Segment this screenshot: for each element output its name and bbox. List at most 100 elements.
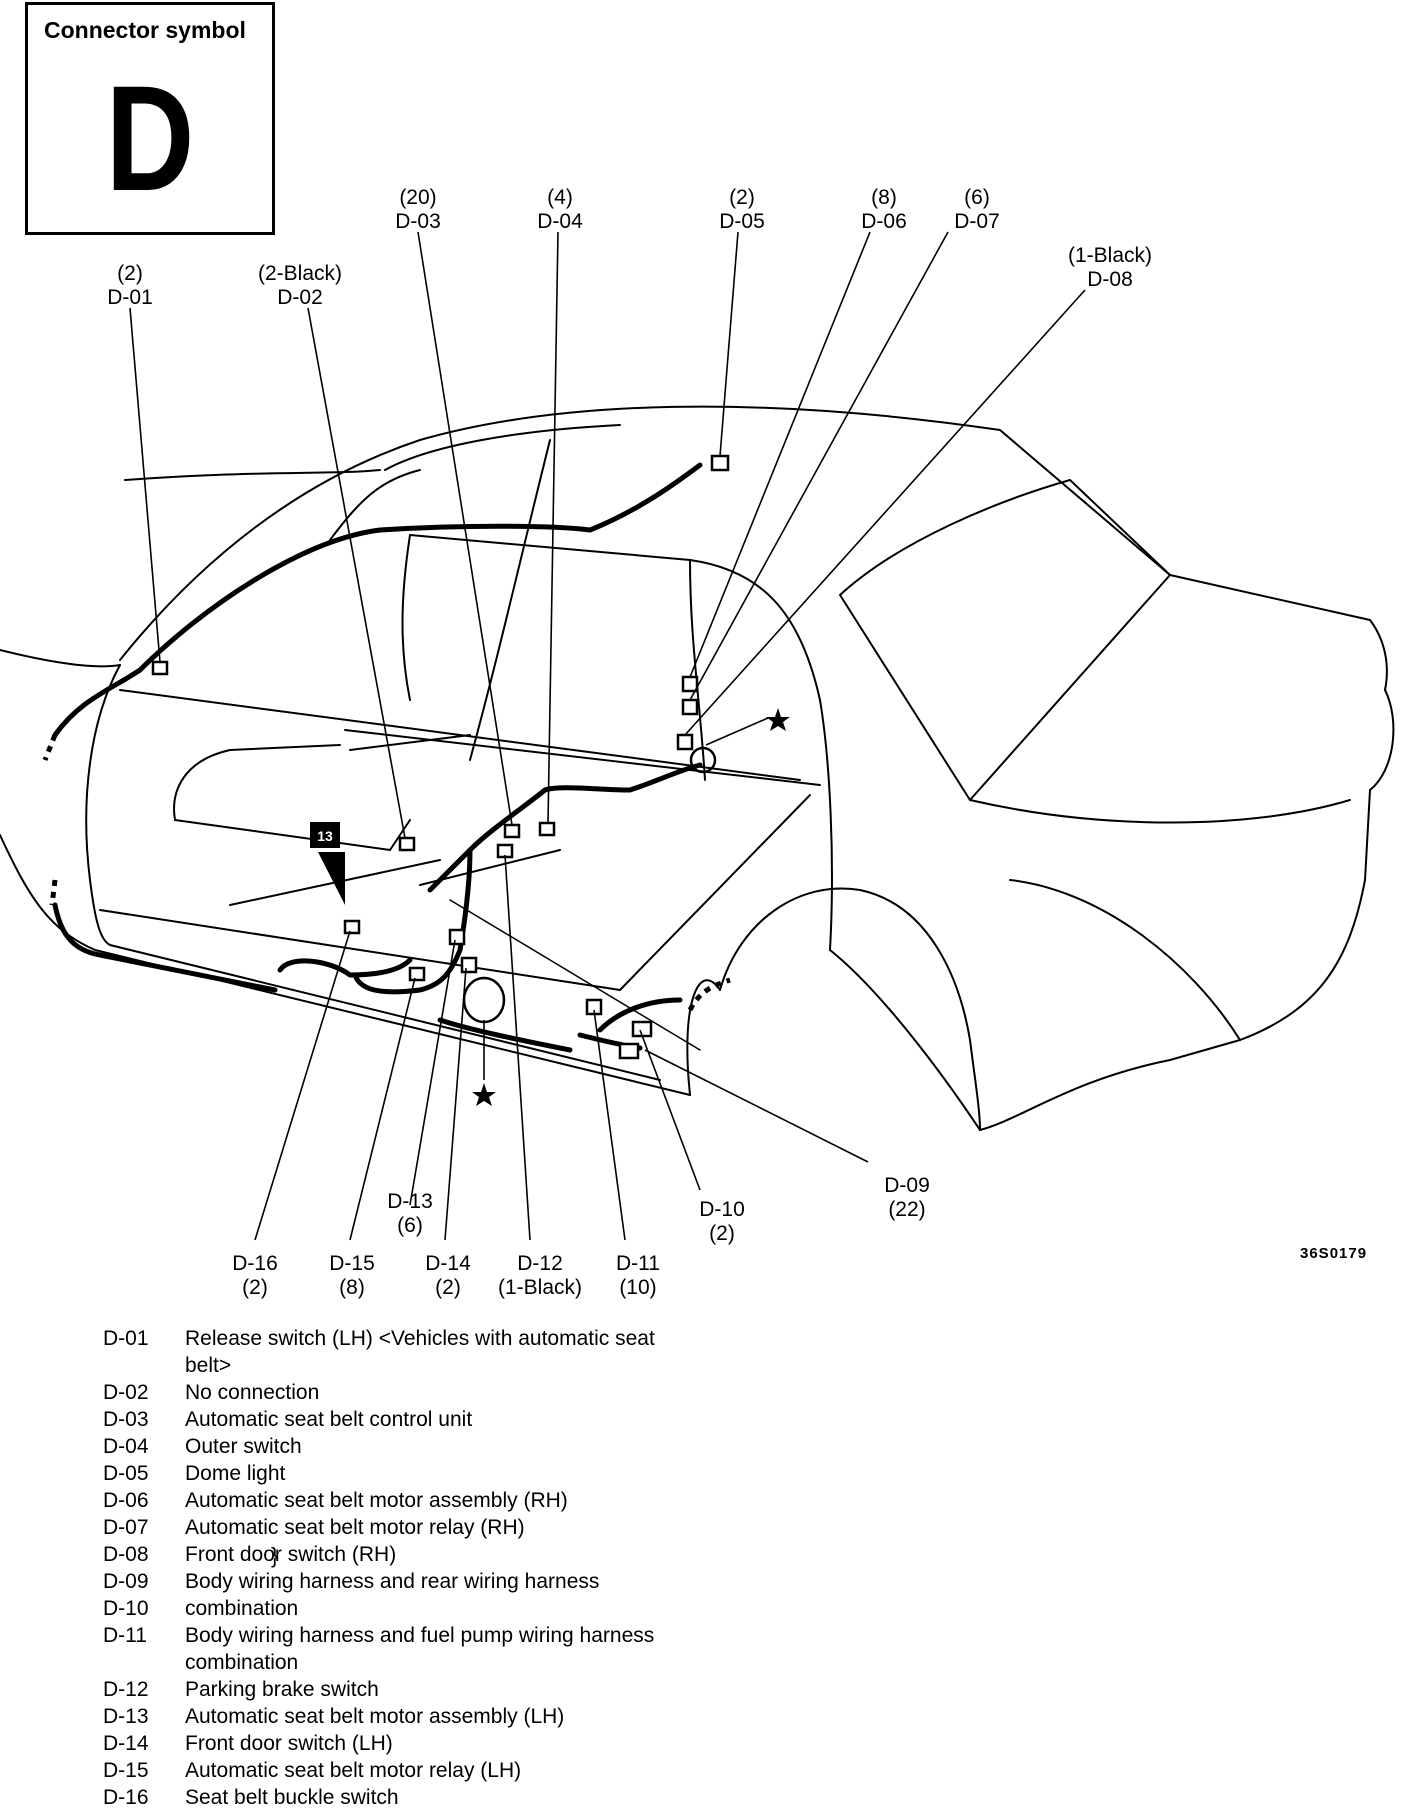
- callout-pins: (2): [435, 1276, 461, 1299]
- legend-text: Automatic seat belt motor relay (RH): [185, 1516, 525, 1539]
- legend-text: Release switch (LH) <Vehicles with autom…: [185, 1327, 655, 1350]
- legend-text: No connection: [185, 1381, 320, 1404]
- callout-d09: D-09(22): [884, 1174, 930, 1222]
- callout-code: D-14: [425, 1252, 471, 1275]
- legend-code: D-09: [103, 1570, 149, 1593]
- legend-text: Body wiring harness and rear wiring harn…: [185, 1570, 600, 1593]
- connector-d04: [538, 821, 556, 837]
- legend-text: belt>: [185, 1354, 232, 1377]
- callout-pins: (4): [547, 186, 573, 209]
- callout-d11: D-11(10): [616, 1252, 660, 1300]
- legend-code: D-13: [103, 1705, 149, 1728]
- connector-d14: [460, 956, 478, 974]
- legend-text: Automatic seat belt control unit: [185, 1408, 473, 1431]
- legend-code: D-07: [103, 1516, 149, 1539]
- callout-d12: D-12(1-Black): [498, 1252, 582, 1300]
- callout-d15: D-15(8): [329, 1252, 375, 1300]
- callout-d02: (2-Black)D-02: [258, 262, 342, 310]
- connector-d16: [343, 919, 361, 935]
- legend-row: D-09 Body wiring harness and rear wiring …: [103, 1568, 803, 1595]
- legend-row: D-08 Front door switch (RH): [103, 1541, 803, 1568]
- callout-code: D-04: [537, 210, 583, 233]
- callout-code: D-03: [395, 210, 441, 233]
- legend-text: Front door switch (RH): [185, 1543, 397, 1566]
- connector-d09: [618, 1042, 640, 1060]
- callout-code: D-09: [884, 1174, 930, 1197]
- legend-text: Dome light: [185, 1462, 286, 1485]
- legend-text: Outer switch: [185, 1435, 302, 1458]
- legend-row: D-05 Dome light: [103, 1460, 803, 1487]
- legend-row: D-12 Parking brake switch: [103, 1676, 803, 1703]
- callout-code: D-13: [387, 1190, 433, 1213]
- figure-code: 36S0179: [1300, 1245, 1368, 1262]
- callout-pins: (6): [397, 1214, 423, 1237]
- callout-d13: D-13(6): [387, 1190, 433, 1238]
- marker-13: 13: [310, 822, 345, 905]
- legend-brace: }: [271, 1543, 279, 1568]
- callout-code: D-05: [719, 210, 765, 233]
- callout-pins: (10): [619, 1276, 657, 1299]
- callout-pins: (2): [709, 1222, 735, 1245]
- car-body-outline: [0, 405, 1395, 1131]
- legend-code: D-16: [103, 1786, 149, 1809]
- legend-code: D-14: [103, 1732, 149, 1755]
- callout-code: D-11: [616, 1252, 660, 1275]
- wiring-harness: [52, 462, 703, 1053]
- legend-text: Automatic seat belt motor assembly (LH): [185, 1705, 565, 1728]
- legend-code: D-12: [103, 1678, 149, 1701]
- legend-text: Front door switch (LH): [185, 1732, 393, 1755]
- legend-code: D-05: [103, 1462, 149, 1485]
- star-icon: [766, 708, 790, 731]
- callout-code: D-07: [954, 210, 1000, 233]
- connector-d02: [398, 836, 416, 852]
- callout-d06: (8)D-06: [861, 186, 907, 234]
- star-marks: [472, 708, 790, 1106]
- connector-symbol-box: Connector symbol D: [25, 2, 275, 235]
- legend-row-continuation: belt>: [103, 1352, 803, 1379]
- callout-d14: D-14(2): [425, 1252, 471, 1300]
- connector-symbol-title: Connector symbol: [44, 17, 246, 43]
- callout-code: D-16: [232, 1252, 278, 1275]
- legend-code: D-08: [103, 1543, 149, 1566]
- callout-pins: (8): [871, 186, 897, 209]
- callout-d07: (6)D-07: [954, 186, 1000, 234]
- callout-code: D-01: [107, 286, 153, 309]
- legend-text: Parking brake switch: [185, 1678, 379, 1701]
- callout-d10: D-10(2): [699, 1198, 745, 1246]
- star-icon: [472, 1083, 496, 1106]
- connector-d07: [681, 698, 699, 716]
- harness-continuation: [42, 734, 731, 1012]
- legend-row: D-04 Outer switch: [103, 1433, 803, 1460]
- callout-code: D-10: [699, 1198, 745, 1221]
- callout-pins: (2): [117, 262, 143, 285]
- callout-d01: (2)D-01: [107, 262, 153, 310]
- callout-pins: (2-Black): [257, 262, 343, 285]
- legend-code: D-06: [103, 1489, 149, 1512]
- callout-d03: (20)D-03: [395, 186, 441, 234]
- connector-d03: [503, 823, 521, 839]
- callout-code: D-02: [277, 286, 323, 309]
- legend-code: D-15: [103, 1759, 149, 1782]
- connectors: [151, 454, 730, 1060]
- legend-text: combination: [185, 1597, 299, 1620]
- connector-d13: [448, 928, 466, 946]
- callout-d08: (1-Black)D-08: [1068, 244, 1152, 292]
- callout-pins: (2): [242, 1276, 268, 1299]
- leader-lines: [129, 231, 1086, 1241]
- callout-pins: (1-Black): [1067, 244, 1153, 267]
- callout-code: D-08: [1087, 268, 1133, 291]
- legend-text: Automatic seat belt motor relay (LH): [185, 1759, 522, 1782]
- callout-d16: D-16(2): [232, 1252, 278, 1300]
- legend-code: D-11: [103, 1624, 147, 1647]
- marker-13-label: 13: [317, 828, 333, 844]
- legend-code: D-04: [103, 1435, 149, 1458]
- legend-text: combination: [185, 1651, 299, 1674]
- callout-pins: (20): [399, 186, 437, 209]
